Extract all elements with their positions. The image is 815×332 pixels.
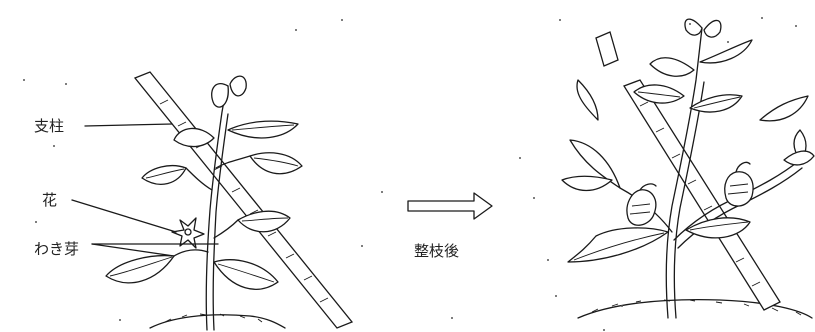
ground-right [577, 298, 813, 319]
scan-specks [23, 17, 797, 331]
leader-side-shoot-a [91, 243, 175, 257]
ground-left [149, 314, 286, 329]
flower-left [171, 217, 205, 249]
leader-flower [71, 199, 177, 233]
side-shoot-left-a [173, 249, 209, 257]
label-stake: 支柱 [34, 117, 64, 135]
eggplant-fruit-right [724, 161, 754, 207]
transition-arrow-group: 整枝後 [407, 192, 493, 260]
stake-left [133, 71, 354, 329]
leaf [211, 83, 229, 108]
label-flower: 花 [42, 191, 57, 209]
main-stem-left [205, 85, 229, 331]
plant-after-pruning [561, 18, 815, 319]
label-side-shoot: わき芽 [34, 240, 79, 258]
main-stem-right [665, 27, 703, 319]
leader-stake [84, 123, 173, 127]
leaf [684, 18, 703, 36]
right-arrow-icon [407, 192, 493, 220]
eggplant-fruit-left [626, 183, 657, 226]
plant-before-pruning: 支柱 花 わき芽 [34, 71, 354, 331]
label-after-pruning: 整枝後 [414, 242, 459, 260]
side-shoot-left-b [213, 219, 239, 239]
